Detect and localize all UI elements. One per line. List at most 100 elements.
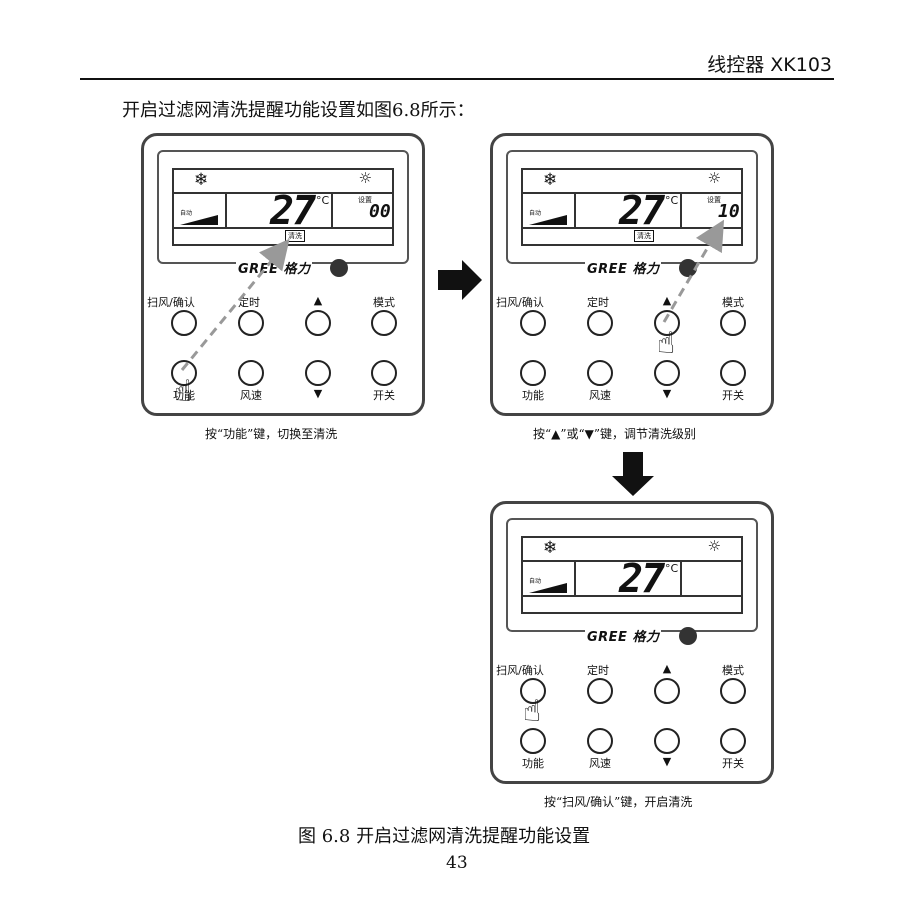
btn-label-mode: 模式 [373, 296, 395, 309]
light-bulb-icon: ☼ [358, 169, 372, 187]
swing-confirm-button[interactable] [171, 310, 197, 336]
power-button[interactable] [720, 360, 746, 386]
mode-button[interactable] [371, 310, 397, 336]
lcd-divider [574, 560, 576, 595]
step-arrow-right [438, 260, 482, 300]
mode-button[interactable] [720, 678, 746, 704]
screen-frame: ❄ ☼ 自动 27 °C 设置 10 清洗 [506, 150, 758, 264]
clean-indicator: 清洗 [634, 230, 654, 242]
btn-label-up: ▲ [662, 294, 672, 307]
btn-label-power: 开关 [722, 389, 744, 402]
lcd-divider [523, 560, 741, 562]
up-button[interactable] [305, 310, 331, 336]
pointing-hand-icon: ☝ [174, 374, 193, 409]
swing-confirm-button[interactable] [520, 678, 546, 704]
clean-indicator: 清洗 [285, 230, 305, 242]
btn-label-swing-confirm: 扫风/确认 [147, 296, 195, 309]
temperature-unit: °C [665, 194, 679, 207]
temperature-value: 27 [619, 188, 665, 234]
lcd-display: ❄ ☼ 自动 27 °C [521, 536, 743, 614]
snowflake-icon: ❄ [543, 538, 558, 558]
btn-label-mode: 模式 [722, 664, 744, 677]
fan-speed-bar [180, 215, 218, 225]
fan-speed-bar [529, 583, 567, 593]
lcd-divider [680, 560, 682, 595]
pointer-arrow-function-to-clean [180, 238, 290, 371]
brand-logo: GREE 格力 [585, 626, 662, 645]
fan-speed-button[interactable] [587, 728, 613, 754]
pointing-hand-icon: ☝ [657, 326, 676, 361]
pointer-arrow-up-to-level [662, 219, 725, 323]
mode-button[interactable] [720, 310, 746, 336]
set-label: 设置 [707, 196, 721, 204]
lcd-divider [174, 192, 392, 194]
btn-label-timer: 定时 [587, 296, 609, 309]
set-value: 10 [718, 201, 740, 222]
fan-speed-button[interactable] [587, 360, 613, 386]
temperature-value: 27 [619, 556, 665, 602]
header-title: 线控器 XK103 [707, 54, 832, 76]
btn-label-power: 开关 [722, 757, 744, 770]
swing-confirm-button[interactable] [520, 310, 546, 336]
page-number: 43 [446, 853, 468, 873]
sensor-dot [330, 259, 348, 277]
function-button[interactable] [520, 728, 546, 754]
btn-label-function: 功能 [522, 757, 544, 770]
timer-button[interactable] [587, 678, 613, 704]
auto-label: 自动 [529, 578, 542, 585]
btn-label-up: ▲ [313, 294, 323, 307]
up-button[interactable] [654, 678, 680, 704]
snowflake-icon: ❄ [543, 170, 558, 190]
light-bulb-icon: ☼ [707, 537, 721, 555]
btn-label-power: 开关 [373, 389, 395, 402]
lcd-divider [523, 595, 741, 597]
btn-label-timer: 定时 [587, 664, 609, 677]
fan-speed-bar [529, 215, 567, 225]
lcd-divider [574, 192, 576, 227]
function-button[interactable] [520, 360, 546, 386]
caption-step-1: 按“功能”键，切换至清洗 [205, 427, 338, 441]
lcd-divider [680, 192, 682, 227]
brand-logo: GREE 格力 [585, 258, 662, 277]
snowflake-icon: ❄ [194, 170, 209, 190]
power-button[interactable] [720, 728, 746, 754]
down-button[interactable] [654, 728, 680, 754]
btn-label-swing-confirm: 扫风/确认 [496, 296, 544, 309]
auto-label: 自动 [529, 210, 542, 217]
btn-label-down: ▼ [662, 387, 672, 400]
down-button[interactable] [305, 360, 331, 386]
set-label: 设置 [358, 196, 372, 204]
caption-step-3: 按“扫风/确认”键，开启清洗 [544, 795, 693, 809]
btn-label-mode: 模式 [722, 296, 744, 309]
caption-step-2: 按“▲”或“▼”键，调节清洗级别 [533, 427, 696, 441]
lcd-divider [523, 227, 741, 229]
btn-label-fan-speed: 风速 [589, 757, 611, 770]
header-rule [80, 78, 834, 80]
sensor-dot [679, 259, 697, 277]
light-bulb-icon: ☼ [707, 169, 721, 187]
btn-label-timer: 定时 [238, 296, 260, 309]
lcd-divider [225, 192, 227, 227]
lcd-display: ❄ ☼ 自动 27 °C 设置 10 清洗 [521, 168, 743, 246]
fan-speed-button[interactable] [238, 360, 264, 386]
pointing-hand-icon: ☝ [523, 694, 542, 729]
figure-caption: 图 6.8 开启过滤网清洗提醒功能设置 [298, 826, 591, 847]
function-button[interactable] [171, 360, 197, 386]
lcd-divider [523, 192, 741, 194]
sensor-dot [679, 627, 697, 645]
temperature-unit: °C [665, 562, 679, 575]
intro-text: 开启过滤网清洗提醒功能设置如图6.8所示： [122, 100, 475, 121]
step-arrow-down [612, 452, 654, 496]
temperature-unit: °C [316, 194, 330, 207]
down-button[interactable] [654, 360, 680, 386]
power-button[interactable] [371, 360, 397, 386]
timer-button[interactable] [587, 310, 613, 336]
btn-label-down: ▼ [313, 387, 323, 400]
controller-panel-2: ❄ ☼ 自动 27 °C 设置 10 清洗 GREE 格力 扫风/确认 定时 ▲… [490, 133, 774, 416]
btn-label-function: 功能 [173, 389, 195, 402]
temperature-value: 27 [270, 188, 316, 234]
timer-button[interactable] [238, 310, 264, 336]
btn-label-up: ▲ [662, 662, 672, 675]
btn-label-function: 功能 [522, 389, 544, 402]
